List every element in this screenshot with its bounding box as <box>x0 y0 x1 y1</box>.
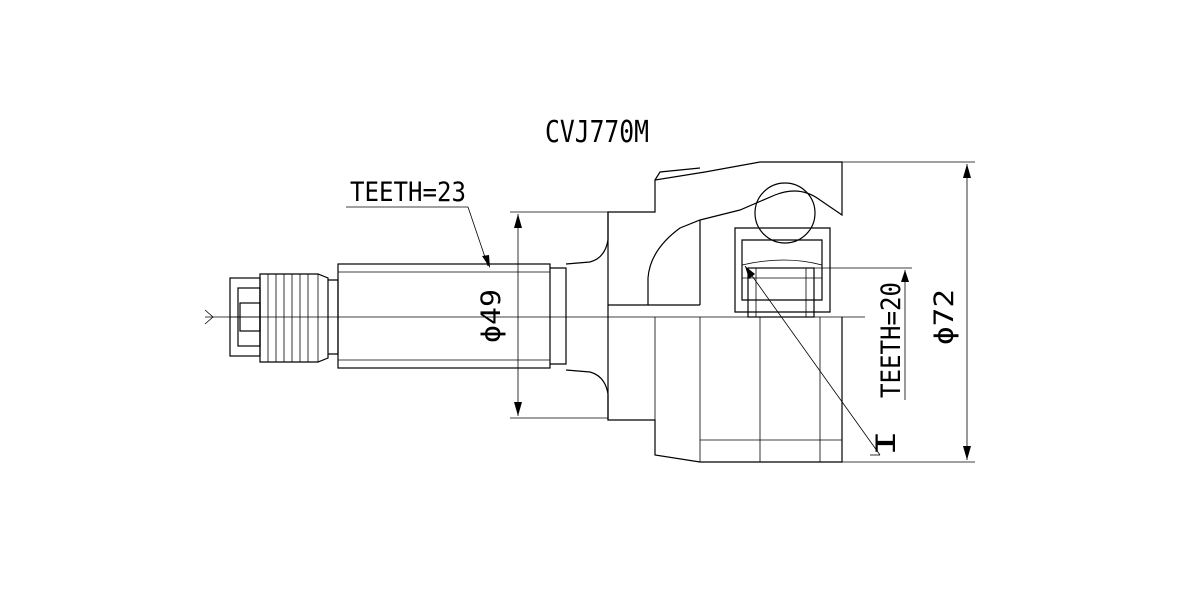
shaft-diameter-label: ϕ49 <box>476 289 507 343</box>
threaded-shaft <box>259 273 339 363</box>
inner-spline-dimension <box>744 265 912 456</box>
outer-diameter-label: ϕ72 <box>929 289 960 345</box>
part-number-title: CVJ770M <box>545 115 649 150</box>
shaft-end-nut <box>229 277 261 357</box>
center-arrow-icon <box>204 309 214 325</box>
splined-shaft <box>337 212 609 420</box>
bell-housing-section <box>607 161 843 306</box>
section-marker-label: I <box>871 430 902 456</box>
bell-housing-body <box>607 305 843 463</box>
outer-spline-leader <box>346 206 490 268</box>
dimension-phi72 <box>842 161 975 463</box>
inner-race <box>747 267 815 318</box>
dimension-phi49 <box>510 211 608 419</box>
inner-spline-teeth-label: TEETH=20 <box>876 282 907 398</box>
ball-and-cage <box>734 182 831 313</box>
outer-spline-teeth-label: TEETH=23 <box>350 177 466 208</box>
